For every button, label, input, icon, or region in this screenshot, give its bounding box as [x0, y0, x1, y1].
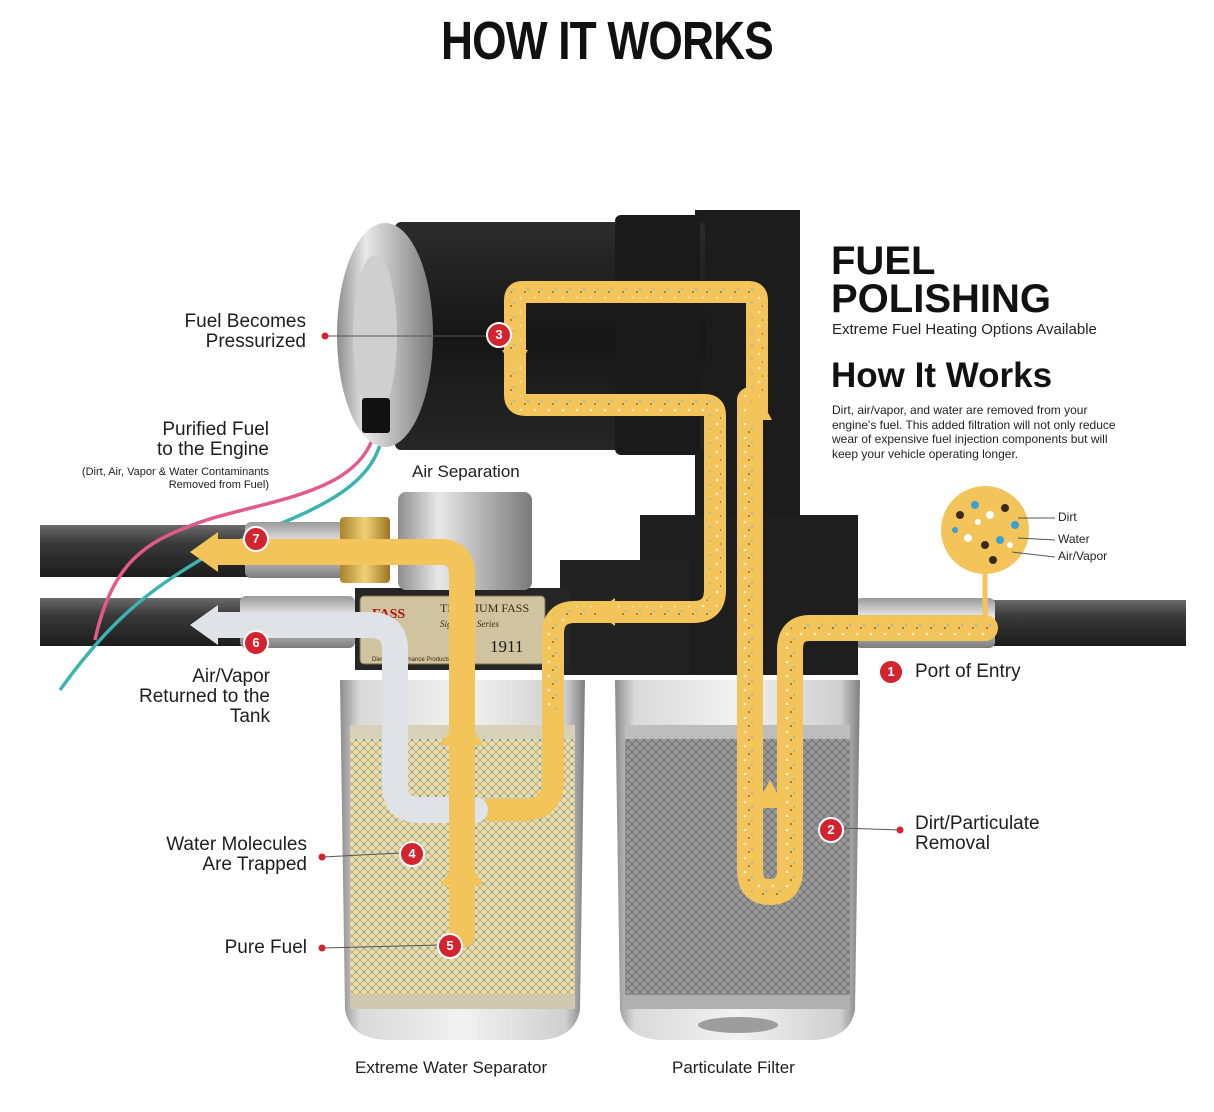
label-water-separator: Extreme Water Separator [355, 1058, 548, 1077]
leader-lines [322, 335, 901, 949]
legend-dirt: Dirt [1058, 510, 1077, 524]
pure-fuel-path [202, 539, 475, 948]
legend-water: Water [1058, 532, 1090, 546]
plate-maker: Diesel Performance Products, Inc. [372, 657, 463, 663]
inlet-hose [990, 600, 1186, 646]
plate-model: 1911 [490, 637, 523, 656]
pink-wire [93, 429, 377, 641]
air-separation-block [398, 492, 532, 590]
air-vapor-path [202, 612, 488, 823]
label-particulate-filter: Particulate Filter [672, 1058, 795, 1077]
step-badge-3: 3 [486, 322, 512, 348]
panel-subheading: Extreme Fuel Heating Options Available [832, 321, 1097, 338]
legend-dots [952, 501, 1019, 564]
step-badge-1: 1 [878, 659, 904, 685]
panel-description: Dirt, air/vapor, and water are removed f… [832, 403, 1116, 461]
step-badge-5: 5 [437, 933, 463, 959]
label-air-separation: Air Separation [412, 462, 520, 481]
panel-section-title: How It Works [831, 356, 1053, 395]
legend-air-vapor: Air/Vapor [1058, 549, 1108, 563]
label-port-of-entry: Port of Entry [915, 661, 1021, 682]
step-badge-6: 6 [243, 630, 269, 656]
label-pure-fuel: Pure Fuel [224, 937, 307, 958]
step-badge-7: 7 [243, 526, 269, 552]
page-title: HOW IT WORKS [440, 11, 774, 71]
step-badge-4: 4 [399, 841, 425, 867]
step-badge-2: 2 [818, 817, 844, 843]
